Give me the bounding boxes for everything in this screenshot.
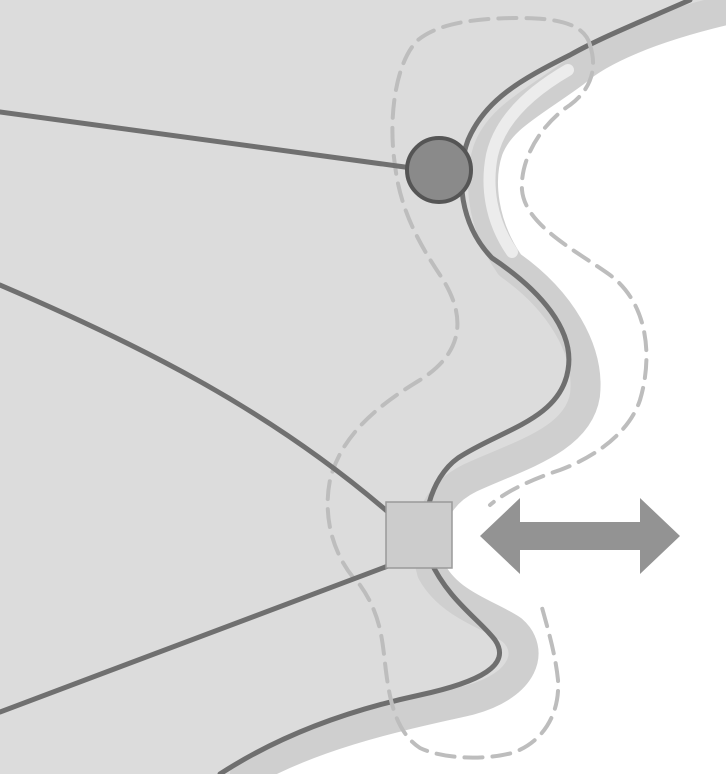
connecting-lines [0, 109, 415, 715]
inner-dashed-boundary [325, 16, 592, 760]
square-node [385, 501, 453, 569]
double-headed-arrow-icon [480, 498, 680, 574]
connector-line-lower [0, 563, 391, 715]
outer-dashed-boundary [488, 43, 649, 507]
connector-line-middle [0, 282, 391, 515]
shoreline [217, 0, 693, 774]
connector-line-top [0, 109, 415, 171]
shoreline-highlight [483, 64, 574, 258]
circle-node [405, 136, 473, 204]
